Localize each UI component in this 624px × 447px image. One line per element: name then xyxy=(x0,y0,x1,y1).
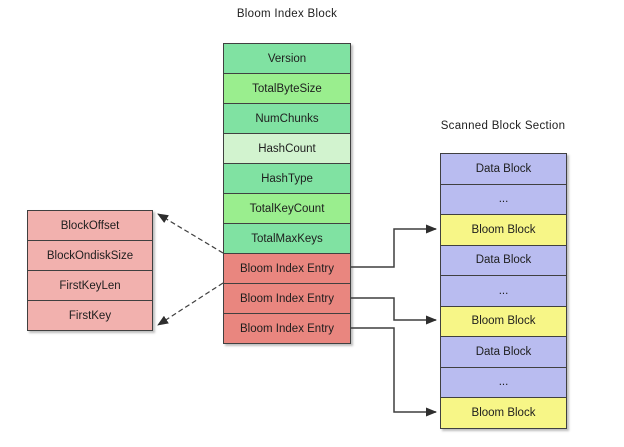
arrow-entry1-to-bloom-block-1 xyxy=(351,224,437,268)
first-key-len-field: FirstKeyLen xyxy=(27,270,153,301)
data-block-1: Data Block xyxy=(440,153,567,185)
dashed-arrow-entry-to-detail-top xyxy=(157,213,224,254)
data-block-2: Data Block xyxy=(440,244,567,276)
bloom-index-entry-block-1: Bloom Index Entry xyxy=(223,253,351,284)
bloom-index-entry-block-3: Bloom Index Entry xyxy=(223,313,351,344)
version-block: Version xyxy=(223,43,351,74)
bloom-block-3: Bloom Block xyxy=(440,397,567,429)
dashed-arrow-entry-to-detail-bottom xyxy=(157,282,224,326)
total-byte-size-block: TotalByteSize xyxy=(223,73,351,104)
bloom-index-block-column: Version TotalByteSize NumChunks HashCoun… xyxy=(223,43,351,344)
scanned-block-section-column: Data Block ... Bloom Block Data Block ..… xyxy=(440,153,567,429)
total-key-count-block: TotalKeyCount xyxy=(223,193,351,224)
bloom-block-1: Bloom Block xyxy=(440,214,567,246)
ellipsis-block-1: ... xyxy=(440,183,567,215)
hash-type-block: HashType xyxy=(223,163,351,194)
arrow-entry2-to-bloom-block-2 xyxy=(351,297,437,325)
bloom-index-entry-block-2: Bloom Index Entry xyxy=(223,283,351,314)
block-ondisk-size-field: BlockOndiskSize xyxy=(27,240,153,271)
num-chunks-block: NumChunks xyxy=(223,103,351,134)
total-max-keys-block: TotalMaxKeys xyxy=(223,223,351,254)
data-block-3: Data Block xyxy=(440,336,567,368)
bloom-index-block-title: Bloom Index Block xyxy=(236,8,338,20)
bloom-block-2: Bloom Block xyxy=(440,305,567,337)
block-offset-field: BlockOffset xyxy=(27,210,153,241)
ellipsis-block-3: ... xyxy=(440,366,567,398)
ellipsis-block-2: ... xyxy=(440,275,567,307)
first-key-field: FirstKey xyxy=(27,300,153,331)
entry-detail-column: BlockOffset BlockOndiskSize FirstKeyLen … xyxy=(27,210,153,331)
hash-count-block: HashCount xyxy=(223,133,351,164)
arrow-entry3-to-bloom-block-3 xyxy=(351,327,437,417)
scanned-block-section-title: Scanned Block Section xyxy=(440,120,566,132)
